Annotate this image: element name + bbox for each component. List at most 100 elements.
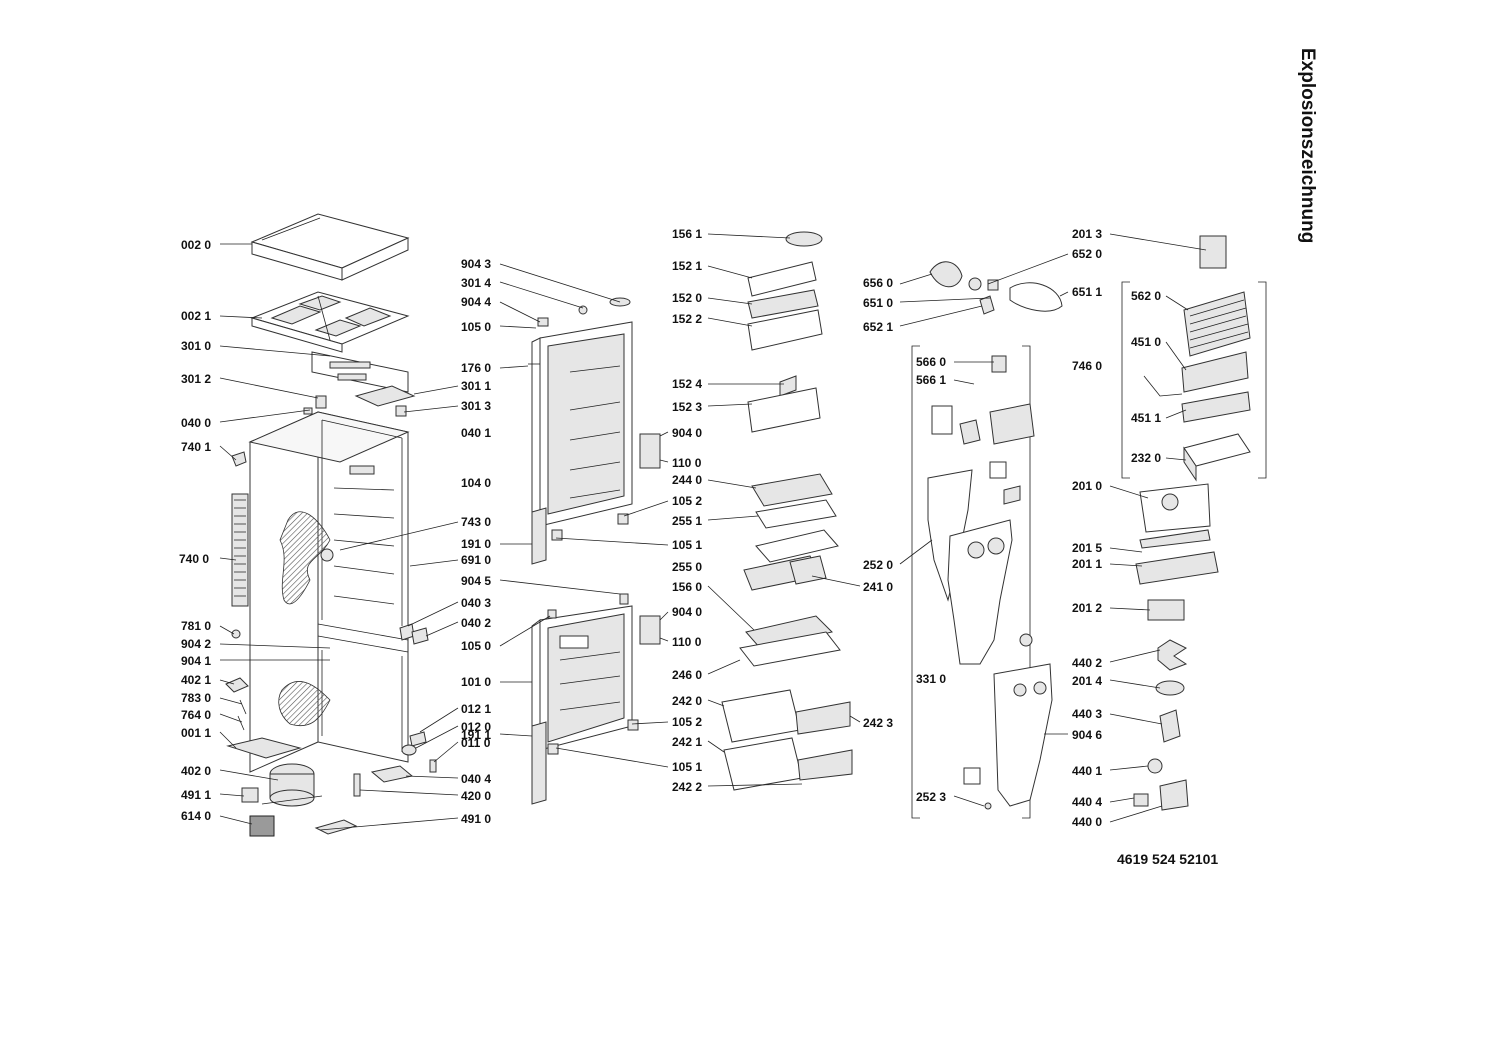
leader-line	[499, 325, 537, 329]
leader-line	[707, 233, 791, 239]
freezer-drawers-part	[721, 689, 853, 791]
leader-line	[499, 615, 551, 647]
callout-label: 440 3	[1072, 707, 1102, 721]
callout-label: 781 0	[181, 619, 211, 633]
callout-leader-lines	[219, 233, 1207, 831]
callout-label: 652 0	[1072, 247, 1102, 261]
leader-line	[1165, 295, 1189, 311]
top-frame-part	[250, 291, 410, 353]
control-panel-part	[311, 351, 409, 393]
leader-line	[219, 377, 319, 399]
leader-line	[555, 747, 669, 768]
callout-label: 904 4	[461, 295, 491, 309]
leader-line	[219, 769, 279, 781]
leader-line	[219, 557, 237, 561]
leader-line	[707, 297, 753, 305]
callout-label: 110 0	[672, 456, 702, 470]
leader-line	[1109, 679, 1161, 689]
callout-label: 191 0	[461, 537, 491, 551]
callout-label: 440 1	[1072, 764, 1102, 778]
callout-label: 040 2	[461, 616, 491, 630]
leader-line	[631, 721, 669, 725]
callout-label: 904 3	[461, 257, 491, 271]
callout-label: 656 0	[863, 276, 893, 290]
callout-label: 191 1	[461, 728, 491, 742]
leader-line	[419, 707, 459, 733]
leader-line	[499, 281, 584, 309]
callout-label: 904 0	[672, 426, 702, 440]
callout-label: 201 5	[1072, 541, 1102, 555]
fan-housing-part	[1133, 483, 1219, 811]
callout-label: 040 0	[181, 416, 211, 430]
callout-label: 440 4	[1072, 795, 1102, 809]
leader-line	[219, 679, 235, 685]
leader-line	[403, 405, 459, 413]
callout-label: 101 0	[461, 675, 491, 689]
callout-label: 301 3	[461, 399, 491, 413]
leader-line	[1165, 341, 1187, 371]
callout-label: 040 1	[461, 426, 491, 440]
leader-line	[407, 601, 459, 627]
glass-shelves-part	[739, 473, 841, 667]
leader-line	[405, 775, 459, 779]
callout-label: 562 0	[1131, 289, 1161, 303]
leader-line	[899, 297, 991, 303]
evaporator-part	[1143, 235, 1251, 482]
callout-label: 614 0	[181, 809, 211, 823]
callout-label: 201 3	[1072, 227, 1102, 241]
callout-label: 651 0	[863, 296, 893, 310]
callout-label: 904 6	[1072, 728, 1102, 742]
leader-line	[219, 409, 311, 423]
callout-label: 246 0	[672, 668, 702, 682]
leader-line	[219, 643, 331, 649]
leader-line	[499, 263, 621, 303]
leader-line	[707, 403, 753, 407]
callout-label: 402 0	[181, 764, 211, 778]
callout-label: 566 0	[916, 355, 946, 369]
small-parts-top	[303, 385, 416, 417]
callout-label: 110 0	[672, 635, 702, 649]
leader-line	[811, 575, 861, 587]
callout-label: 232 0	[1131, 451, 1161, 465]
callout-label: 301 0	[181, 339, 211, 353]
callout-label: 152 0	[672, 291, 702, 305]
leader-line	[707, 783, 803, 787]
callout-label: 156 1	[672, 227, 702, 241]
callout-label: 451 1	[1131, 411, 1161, 425]
leader-line	[1109, 547, 1143, 553]
callout-label: 040 4	[461, 772, 491, 786]
cabinet-body-part	[248, 411, 410, 773]
callout-label: 651 1	[1072, 285, 1102, 299]
callout-label: 156 0	[672, 580, 702, 594]
leader-line	[899, 305, 983, 327]
callout-label: 001 1	[181, 726, 211, 740]
callout-label: 011 0	[461, 736, 491, 750]
leader-line	[339, 521, 459, 551]
leader-line	[1109, 563, 1143, 567]
callout-label: 301 2	[181, 372, 211, 386]
leader-line	[707, 585, 755, 631]
callout-label: 002 0	[181, 238, 211, 252]
leader-line	[219, 445, 237, 461]
leader-line	[1109, 649, 1161, 663]
callout-label: 566 1	[916, 373, 946, 387]
leader-line	[219, 713, 243, 723]
callout-label: 904 5	[461, 574, 491, 588]
callout-label: 176 0	[461, 361, 491, 375]
callout-label: 743 0	[461, 515, 491, 529]
top-cover-part	[250, 213, 410, 281]
lower-door-part	[531, 593, 661, 805]
callout-label: 105 0	[461, 320, 491, 334]
callout-label: 440 2	[1072, 656, 1102, 670]
leader-line	[659, 637, 669, 642]
leader-line	[953, 379, 975, 385]
callout-label: 201 4	[1072, 674, 1102, 688]
leader-line	[707, 479, 757, 489]
callout-label: 012 1	[461, 702, 491, 716]
condenser-part	[231, 493, 249, 607]
leader-line	[1109, 805, 1163, 823]
leader-line	[1109, 233, 1207, 251]
callout-label: 764 0	[181, 708, 211, 722]
leader-line	[1109, 797, 1135, 803]
callout-label: 301 4	[461, 276, 491, 290]
